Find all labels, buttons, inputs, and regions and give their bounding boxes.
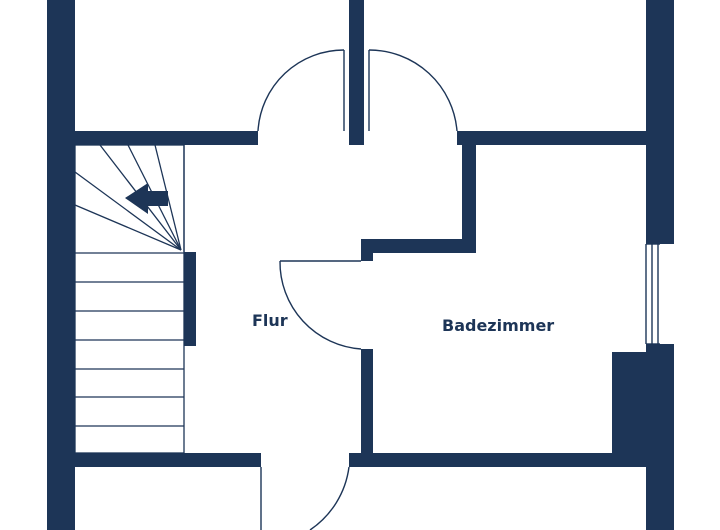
top-right-room-wall [457,131,646,145]
arrow-left-icon [125,183,168,214]
bottom-left-room-wall [75,453,261,467]
upper-center-wall [349,0,364,145]
bathroom-corner-wall-horizontal [361,239,476,253]
bathroom-window [645,243,660,345]
stair-side-wall [184,252,196,346]
right-exterior-wall-upper [646,0,674,244]
interior-walls [75,0,646,467]
bathroom-wall-block [612,352,646,453]
door-bottom [260,466,350,530]
exterior-walls [47,0,674,530]
staircase [74,144,185,454]
room-label-bathroom: Badezimmer [442,316,554,335]
door-bathroom [279,260,362,350]
top-left-room-wall [75,131,258,145]
bathroom-corner-wall-vertical [462,131,476,253]
bathroom-corner-wall-stub [361,239,373,261]
left-exterior-wall [47,0,75,530]
door-top-right [368,49,458,132]
bottom-right-room-wall [349,453,646,467]
room-label-hallway: Flur [252,311,288,330]
right-exterior-wall-lower [646,344,674,530]
bathroom-left-wall [361,349,373,455]
door-top-left [257,49,345,132]
stair-outline [74,144,185,454]
